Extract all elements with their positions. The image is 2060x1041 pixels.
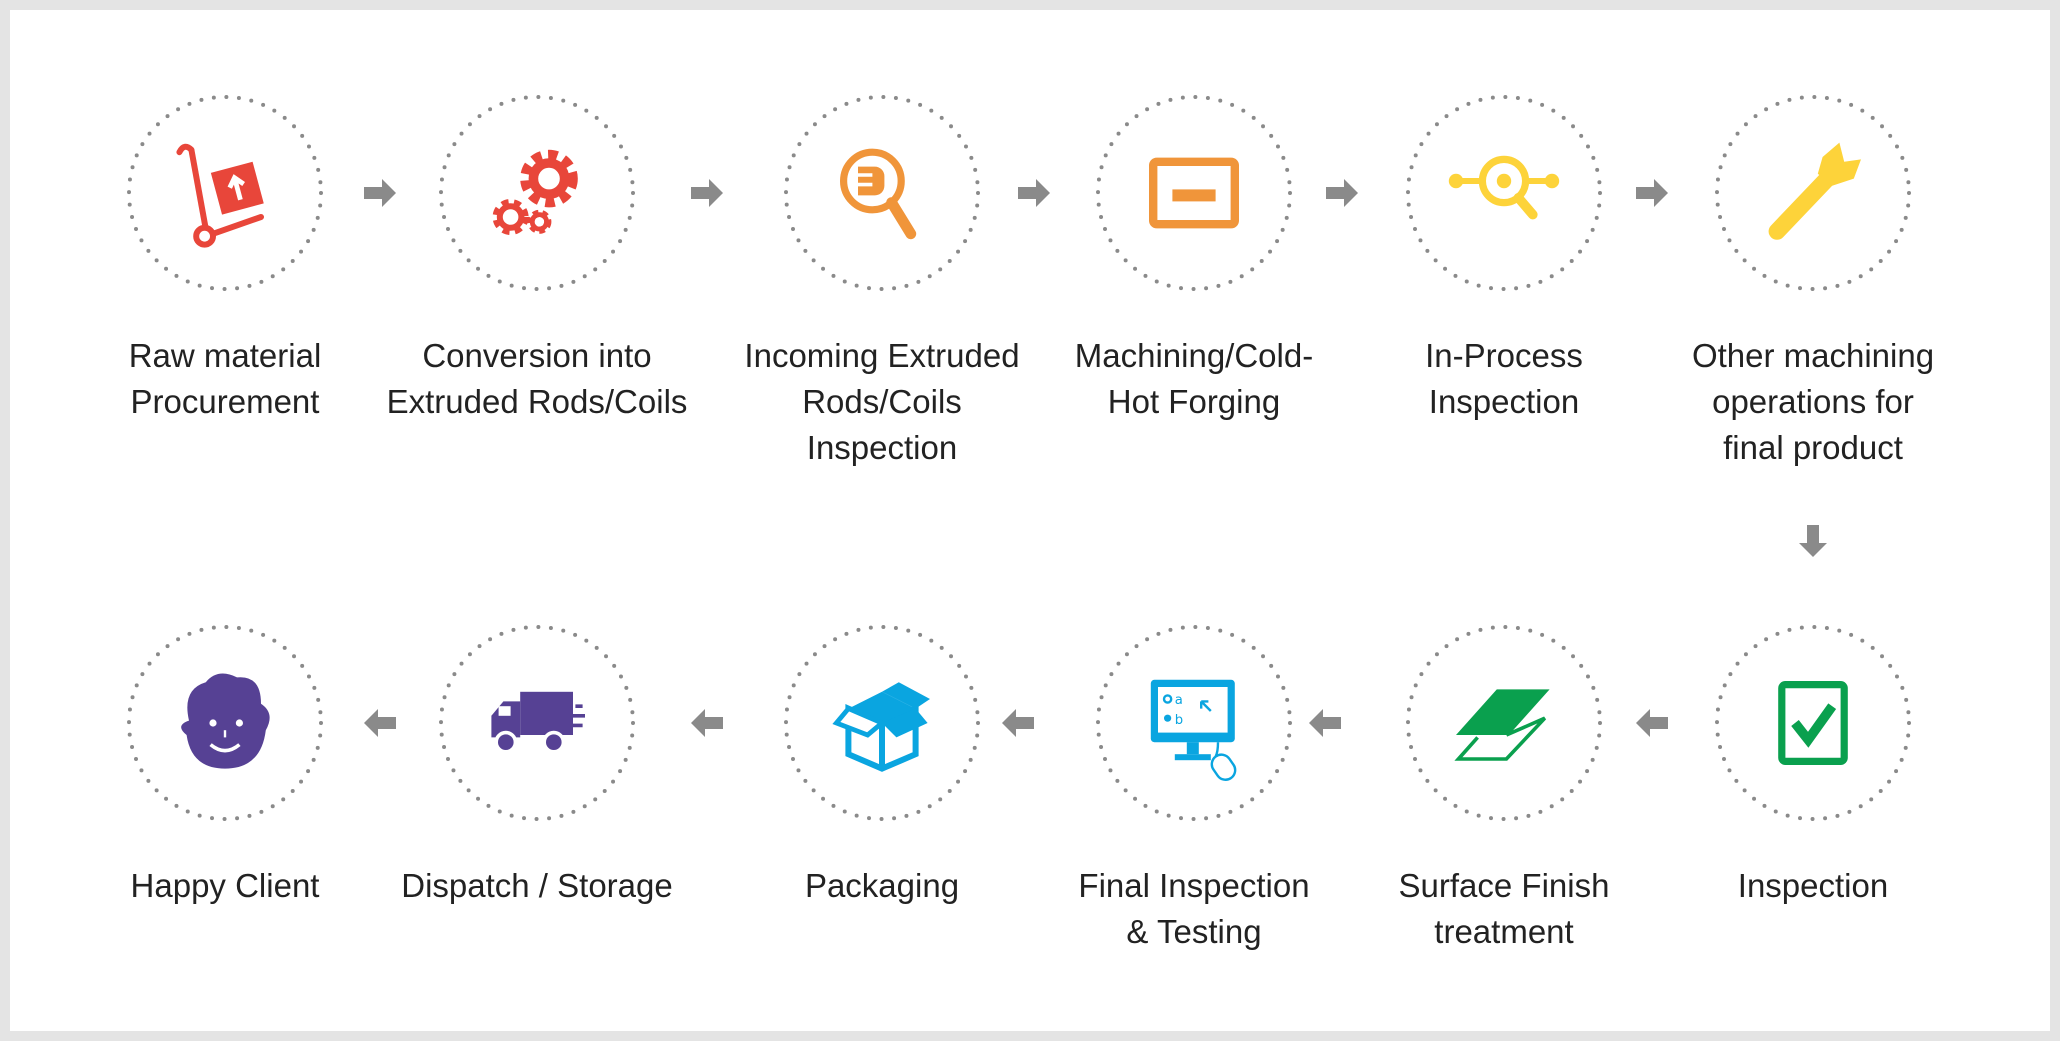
svg-text:b: b [1175, 713, 1183, 728]
step-label-line: Dispatch / Storage [401, 867, 673, 904]
forging-icon [1149, 157, 1239, 229]
process-inspection-icon [1448, 155, 1560, 220]
arrow-left-icon [364, 709, 396, 737]
arrow-left-icon [1309, 709, 1341, 737]
svg-text:a: a [1175, 693, 1183, 708]
arrow-left-icon [1002, 709, 1034, 737]
checkbox-icon [1778, 681, 1848, 765]
wrench-icon [1768, 142, 1861, 240]
step-label-line: Hot Forging [1107, 383, 1281, 420]
step-label-line: Raw material [128, 337, 322, 374]
step-label: Packaging [712, 863, 1052, 909]
dotted-ring [1406, 95, 1602, 291]
step-label: Machining/Cold- Hot Forging [1024, 333, 1364, 425]
step-label: Other machining operations for final produ… [1643, 333, 1983, 471]
open-box-icon [832, 682, 930, 772]
step-label: Final Inspection & Testing [1024, 863, 1364, 955]
surface-layers-icon [1454, 689, 1550, 761]
step-label-line: Machining/Cold- [1074, 337, 1314, 374]
arrow-right-icon [1018, 179, 1050, 207]
step-label: Happy Client [55, 863, 395, 909]
computer-test-icon: ab [1150, 679, 1237, 781]
dotted-ring [1715, 625, 1911, 821]
dotted-ring [1715, 95, 1911, 291]
step-label-line: treatment [1434, 913, 1574, 950]
arrow-left-icon [691, 709, 723, 737]
delivery-truck-icon [491, 691, 585, 754]
step-label-line: Other machining [1691, 337, 1935, 374]
step-label-line: Surface Finish [1398, 867, 1610, 904]
arrow-right-icon [364, 179, 396, 207]
dotted-ring [784, 625, 980, 821]
happy-face-icon [181, 673, 270, 769]
dotted-ring [127, 95, 323, 291]
magnifier-icon [840, 148, 917, 240]
step-label-line: Final Inspection [1078, 867, 1310, 904]
step-label-line: Incoming Extruded [744, 337, 1020, 374]
step-label-line: In-Process [1425, 337, 1583, 374]
dotted-ring [439, 625, 635, 821]
step-label-line: Inspection [1737, 867, 1889, 904]
step-label-line: Happy Client [130, 867, 320, 904]
step-label: Inspection [1643, 863, 1983, 909]
step-label-line: Packaging [804, 867, 960, 904]
step-label-line: Inspection [1428, 383, 1580, 420]
step-label-line: Extruded Rods/Coils [386, 383, 688, 420]
dotted-ring [1096, 625, 1292, 821]
gears-icon [492, 149, 578, 235]
arrow-right-icon [1326, 179, 1358, 207]
arrow-right-icon [1636, 179, 1668, 207]
step-label-line: operations for [1712, 383, 1914, 420]
arrow-left-icon [1636, 709, 1668, 737]
dotted-ring [1406, 625, 1602, 821]
dotted-ring [784, 95, 980, 291]
step-label-line: & Testing [1126, 913, 1262, 950]
dotted-ring [1096, 95, 1292, 291]
arrow-right-icon [691, 179, 723, 207]
dotted-ring [439, 95, 635, 291]
step-label-line: Conversion into [422, 337, 652, 374]
hand-truck-icon [176, 143, 264, 248]
step-label: Dispatch / Storage [367, 863, 707, 909]
step-label-line: Procurement [130, 383, 320, 420]
step-label-line: final product [1723, 429, 1903, 466]
step-label-line: Rods/Coils [802, 383, 962, 420]
arrow-down-icon [1799, 525, 1827, 557]
step-label-line: Inspection [806, 429, 958, 466]
dotted-ring [127, 625, 323, 821]
step-label: Surface Finish treatment [1334, 863, 1674, 955]
